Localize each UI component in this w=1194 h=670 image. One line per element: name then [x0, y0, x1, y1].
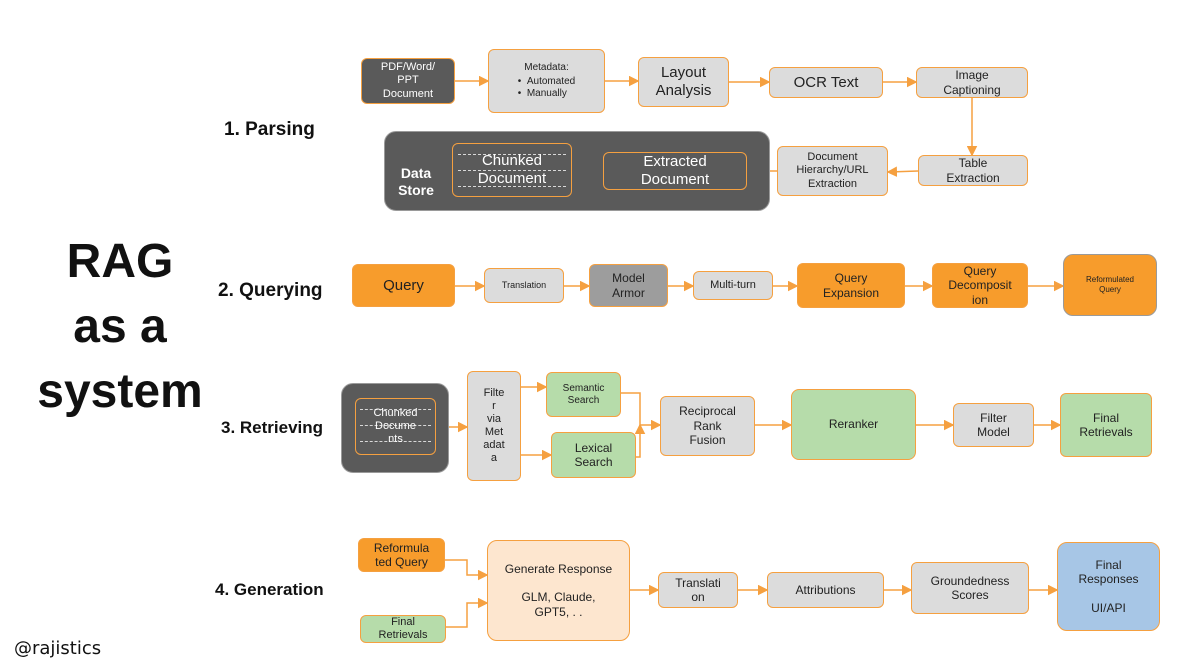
chunked-documents-label: Chunked Docume nts [373, 407, 418, 445]
generate-response-node: Generate Response GLM, Claude, GPT5, . . [487, 540, 630, 641]
generate-response-title: Generate Response [504, 561, 613, 576]
section-querying-label: 2. Querying [218, 280, 323, 301]
query-node: Query [352, 264, 455, 307]
query-decomposition-node: Query Decomposit ion [932, 263, 1028, 308]
reformulated-query-input-node: Reformula ted Query [358, 538, 445, 572]
chunk-divider-a [360, 409, 431, 410]
lexical-search-node: Lexical Search [551, 432, 636, 478]
translation-output-node: Translati on [658, 572, 738, 608]
filter-via-metadata-node: Filte r via Met adat a [467, 371, 521, 481]
final-responses-node: Final Responses UI/API [1057, 542, 1160, 631]
chunked-document-node: Chunked Document [452, 143, 572, 197]
attributions-node: Attributions [767, 572, 884, 608]
main-title-line-3: system [37, 365, 203, 418]
main-title-line-1: RAG [66, 235, 174, 288]
model-armor-node: Model Armor [589, 264, 668, 307]
multi-turn-node: Multi-turn [693, 271, 773, 300]
ocr-text-node: OCR Text [769, 67, 883, 98]
groundedness-scores-node: Groundedness Scores [911, 562, 1029, 614]
final-retrievals-node: Final Retrievals [1060, 393, 1152, 457]
chunk-divider-b [360, 425, 431, 426]
document-hierarchy-node: Document Hierarchy/URL Extraction [777, 146, 888, 196]
query-expansion-node: Query Expansion [797, 263, 905, 308]
generate-response-models: GLM, Claude, GPT5, . . [521, 590, 596, 619]
final-retrievals-input-node: Final Retrievals [360, 615, 446, 643]
translation-node: Translation [484, 268, 564, 303]
semantic-search-node: Semantic Search [546, 372, 621, 417]
reciprocal-rank-fusion-node: Reciprocal Rank Fusion [660, 396, 755, 456]
data-store-label: Data Store [398, 165, 434, 198]
chunk-divider-1 [458, 154, 566, 155]
chunk-divider-2 [458, 170, 566, 171]
section-generation-label: 4. Generation [215, 580, 324, 599]
reformulated-query-node: Reformulated Query [1063, 254, 1157, 316]
main-title-line-2: as a [73, 300, 167, 353]
author-handle: @rajistics [14, 638, 102, 659]
table-extraction-node: Table Extraction [918, 155, 1028, 186]
metadata-item-automated: • Automated [517, 76, 576, 87]
section-parsing-label: 1. Parsing [224, 119, 315, 140]
layout-analysis-node: Layout Analysis [638, 57, 729, 107]
chunked-documents-node: Chunked Docume nts [355, 398, 436, 455]
section-retrieving-label: 3. Retrieving [221, 418, 324, 437]
chunked-document-label: Chunked Document [477, 152, 547, 187]
filter-model-node: Filter Model [953, 403, 1034, 447]
metadata-title: Metadata: [524, 62, 569, 73]
reranker-node: Reranker [791, 389, 916, 460]
extracted-document-node: Extracted Document [603, 152, 747, 190]
chunk-divider-3 [458, 186, 566, 187]
chunk-divider-c [360, 441, 431, 442]
metadata-item-manually: • Manually [517, 88, 567, 99]
metadata-node: Metadata: • Automated • Manually [488, 49, 605, 113]
pdf-word-ppt-document-node: PDF/Word/ PPT Document [361, 58, 455, 104]
data-store-panel [384, 131, 770, 211]
image-captioning-node: Image Captioning [916, 67, 1028, 98]
